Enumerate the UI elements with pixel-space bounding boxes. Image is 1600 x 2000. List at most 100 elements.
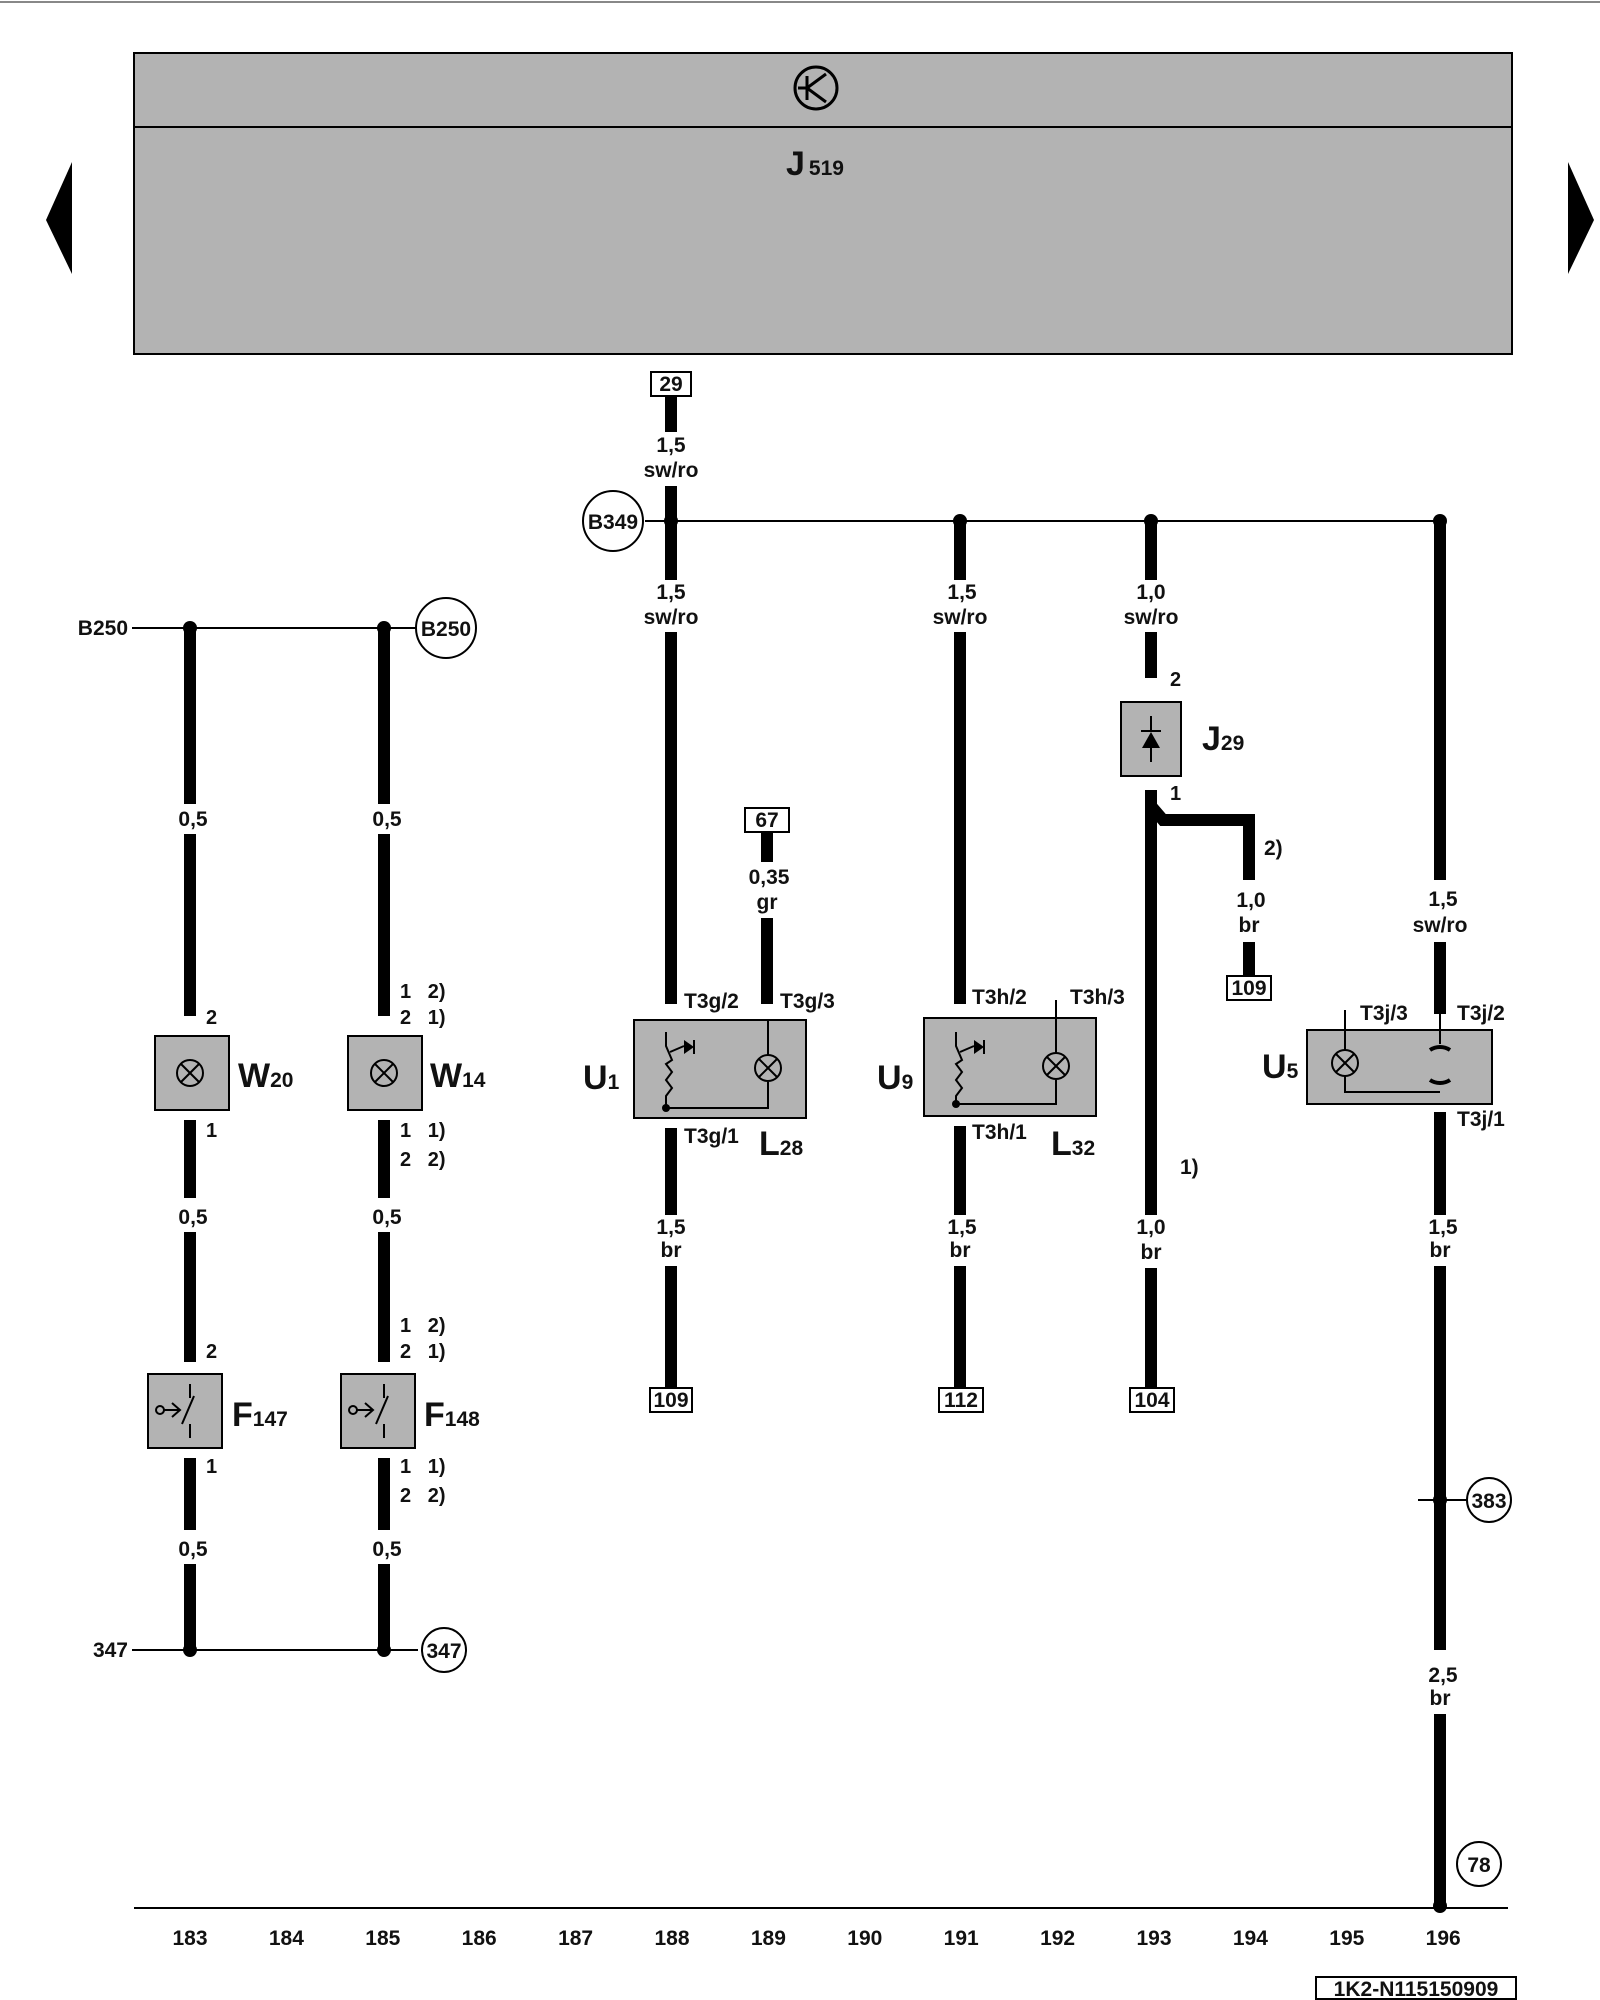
unit-u5[interactable]	[1306, 1010, 1493, 1105]
pin-label: 1 1)	[400, 1456, 446, 1478]
column-number: 188	[654, 1927, 689, 1950]
column-number: 194	[1233, 1927, 1268, 1950]
wire-color-label: sw/ro	[1124, 606, 1179, 629]
light-w14[interactable]	[347, 1035, 423, 1111]
junction-dot	[953, 514, 967, 528]
wire-size-label: 1,0	[1136, 581, 1165, 604]
relay-j29[interactable]	[1120, 701, 1182, 777]
ref-box-29[interactable]	[650, 371, 692, 397]
junction-dot	[377, 1643, 391, 1657]
pin-label: T3g/1	[684, 1125, 739, 1148]
wire-color-label: gr	[757, 891, 778, 914]
wire-size-label: 1,5	[1428, 888, 1458, 911]
wire-size-label: 1,0	[1236, 889, 1265, 912]
pin-label: 1 2)	[400, 1315, 446, 1337]
ref-box-109[interactable]	[649, 1387, 693, 1413]
connector-78-label: 78	[1467, 1854, 1491, 1877]
switch-icon	[155, 1384, 195, 1438]
l28-label: L28	[759, 1125, 803, 1163]
socket-icon	[1425, 1044, 1455, 1086]
u1-label: U1	[583, 1059, 620, 1097]
next-page-arrow[interactable]	[1568, 162, 1594, 274]
wire-size-label: 1,5	[1428, 1216, 1458, 1239]
junction-dot	[1433, 1493, 1447, 1507]
w20-label: W20	[238, 1057, 293, 1095]
pin-label: T3g/3	[780, 990, 835, 1013]
column-number: 185	[365, 1927, 400, 1950]
column-number: 192	[1040, 1927, 1075, 1950]
wire-size-label: 1,5	[947, 1216, 977, 1239]
pin-label: T3h/1	[972, 1121, 1027, 1144]
ref-box-109[interactable]	[1226, 975, 1272, 1001]
pin-label: T3h/2	[972, 986, 1027, 1009]
connector-b250-circle[interactable]	[415, 597, 477, 659]
wire-size-label: 1,5	[656, 1216, 686, 1239]
pin-label: T3j/2	[1457, 1002, 1505, 1025]
junction-dot	[1433, 514, 1447, 528]
wire-size-label: 0,5	[178, 1206, 208, 1229]
wire-color-label: br	[1239, 914, 1260, 937]
lamp-icon	[176, 1059, 204, 1087]
ref-box-112[interactable]	[938, 1387, 984, 1413]
switch-f147[interactable]	[147, 1373, 223, 1449]
junction-dot	[1433, 1899, 1447, 1913]
connector-78-circle[interactable]	[1456, 1841, 1502, 1887]
pin-label: T3g/2	[684, 990, 739, 1013]
ref-box-104[interactable]	[1129, 1387, 1175, 1413]
connector-383-circle[interactable]	[1466, 1477, 1512, 1523]
switch-u9[interactable]	[923, 1000, 1097, 1117]
switch-icon	[348, 1384, 389, 1438]
wire-color-label: br	[661, 1239, 682, 1262]
switch-f148[interactable]	[340, 1373, 416, 1449]
wire-size-label: 0,5	[372, 808, 402, 831]
wire-color-label: sw/ro	[933, 606, 988, 629]
ref-29-label: 29	[659, 373, 682, 396]
column-number: 190	[847, 1927, 882, 1950]
connector-b250-label: B250	[421, 618, 471, 641]
pin-label: T3h/3	[1070, 986, 1125, 1009]
wire-size-label: 0,5	[178, 808, 208, 831]
pin-label: 2 2)	[400, 1485, 446, 1507]
wire-color-label: sw/ro	[644, 606, 699, 629]
light-w20[interactable]	[154, 1035, 230, 1111]
f148-label: F148	[424, 1396, 480, 1434]
column-number: 184	[269, 1927, 304, 1950]
pin-label: 2	[1170, 669, 1181, 691]
wire-color-label: br	[950, 1239, 971, 1262]
wire-size-label: 0,5	[178, 1538, 208, 1561]
wire-note-label: 2)	[1264, 837, 1283, 860]
pin-label: 1	[1170, 783, 1181, 805]
pin-label: 2 2)	[400, 1149, 446, 1171]
pin-label: 2 1)	[400, 1007, 446, 1029]
f147-label: F147	[232, 1396, 288, 1434]
wire-size-label: 1,0	[1136, 1216, 1165, 1239]
wire-193-branch	[1146, 802, 1255, 845]
ref-112-label: 112	[944, 1389, 978, 1412]
connector-347-label: 347	[426, 1640, 461, 1663]
switch-u1[interactable]	[633, 1019, 807, 1119]
column-number: 193	[1136, 1927, 1171, 1950]
w14-label: W14	[430, 1057, 486, 1095]
column-number: 187	[558, 1927, 593, 1950]
wire-size-label: 1,5	[656, 581, 686, 604]
wire-size-label: 0,35	[749, 866, 790, 889]
connector-b349-circle[interactable]	[582, 490, 644, 552]
lamp-icon	[370, 1059, 398, 1087]
connector-347-circle[interactable]	[421, 1627, 467, 1673]
pin-label: 1	[206, 1456, 217, 1478]
u9-label: U9	[877, 1059, 913, 1097]
wire-size-label: 1,5	[947, 581, 977, 604]
wire-color-label: br	[1430, 1239, 1451, 1262]
pin-label: 1 1)	[400, 1120, 446, 1142]
pin-label: 2	[206, 1341, 217, 1363]
junction-dot	[1144, 514, 1158, 528]
document-id-box	[1315, 1976, 1517, 2000]
wire-color-label: sw/ro	[644, 459, 699, 482]
column-number: 189	[751, 1927, 786, 1950]
prev-page-arrow[interactable]	[46, 162, 72, 274]
pin-label: 1 2)	[400, 981, 446, 1003]
pin-label: T3j/1	[1457, 1108, 1505, 1131]
